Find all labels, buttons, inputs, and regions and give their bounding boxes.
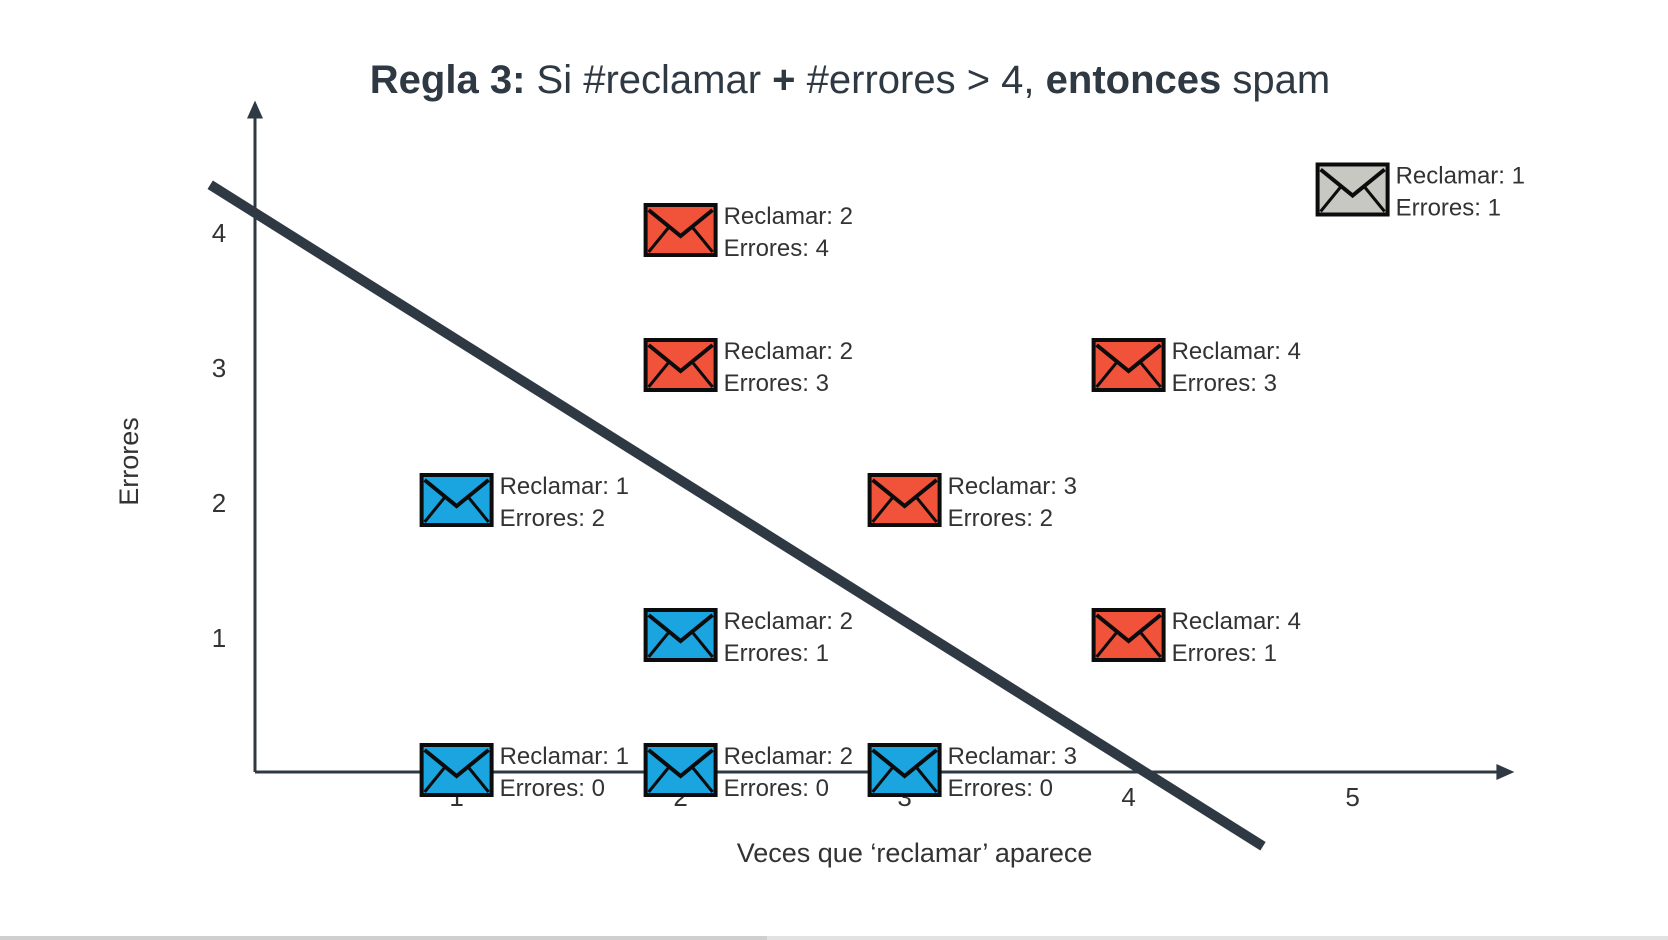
- envelope-flap: [647, 748, 714, 779]
- point-label-errores: Errores: 0: [500, 775, 605, 802]
- envelope-fold: [1139, 631, 1162, 658]
- plot-area: 123451234Veces que ‘reclamar’ apareceErr…: [114, 100, 1525, 868]
- point-label-reclamar: Reclamar: 3: [948, 473, 1077, 500]
- envelope-fold: [423, 766, 446, 793]
- point-label-reclamar: Reclamar: 1: [500, 743, 629, 770]
- slide-title: Regla 3: Si #reclamar + #errores > 4, en…: [370, 58, 1330, 102]
- envelope-icon: [1315, 162, 1390, 217]
- envelope-icon: [867, 743, 942, 797]
- envelope-flap: [423, 478, 490, 509]
- envelope-fold: [915, 496, 938, 523]
- envelope-fold: [1363, 186, 1386, 213]
- x-axis-arrow-icon: [1496, 764, 1515, 780]
- envelope-fold: [647, 361, 670, 388]
- envelope-flap: [647, 343, 714, 374]
- envelope-flap: [1095, 613, 1162, 644]
- envelope-icon: [419, 743, 494, 797]
- point-label-errores: Errores: 2: [500, 505, 605, 532]
- point-label-errores: Errores: 1: [1172, 640, 1277, 667]
- envelope-fold: [647, 226, 670, 253]
- envelope-fold: [423, 496, 446, 523]
- x-tick-label: 5: [1345, 782, 1359, 812]
- envelope-fold: [1139, 361, 1162, 388]
- envelope-flap: [871, 748, 938, 779]
- point-label-reclamar: Reclamar: 1: [1396, 163, 1525, 190]
- envelope-fold: [467, 496, 490, 523]
- point-label-reclamar: Reclamar: 4: [1172, 338, 1301, 365]
- envelope-fold: [647, 631, 670, 658]
- point-label-errores: Errores: 3: [724, 370, 829, 397]
- envelope-flap: [647, 208, 714, 239]
- envelope-fold: [691, 361, 714, 388]
- envelope-icon: [643, 608, 718, 662]
- point-label-errores: Errores: 2: [948, 505, 1053, 532]
- point-label-reclamar: Reclamar: 1: [500, 473, 629, 500]
- y-tick-label: 3: [212, 353, 226, 383]
- envelope-flap: [423, 748, 490, 779]
- envelope-flap: [647, 613, 714, 644]
- envelope-fold: [871, 766, 894, 793]
- envelope-icon: [1091, 608, 1166, 662]
- point-label-errores: Errores: 1: [1396, 195, 1501, 222]
- y-tick-label: 4: [212, 218, 226, 248]
- envelope-fold: [1319, 186, 1342, 213]
- point-label-errores: Errores: 4: [724, 235, 829, 262]
- point-label-errores: Errores: 3: [1172, 370, 1277, 397]
- envelope-fold: [467, 766, 490, 793]
- point-label-reclamar: Reclamar: 4: [1172, 608, 1301, 635]
- envelope-fold: [1095, 361, 1118, 388]
- envelope-icon: [643, 743, 718, 797]
- point-label-errores: Errores: 0: [724, 775, 829, 802]
- envelope-fold: [647, 766, 670, 793]
- point-label-reclamar: Reclamar: 2: [724, 338, 853, 365]
- envelope-fold: [1095, 631, 1118, 658]
- x-axis-label: Veces que ‘reclamar’ aparece: [737, 838, 1093, 868]
- point-label-reclamar: Reclamar: 2: [724, 608, 853, 635]
- point-label-errores: Errores: 1: [724, 640, 829, 667]
- decision-boundary-line: [207, 180, 1266, 851]
- envelope-icon: [643, 338, 718, 392]
- envelope-fold: [691, 631, 714, 658]
- y-axis-arrow-icon: [247, 100, 263, 119]
- envelope-flap: [871, 478, 938, 509]
- envelope-fold: [871, 496, 894, 523]
- point-label-reclamar: Reclamar: 3: [948, 743, 1077, 770]
- envelope-flap: [1095, 343, 1162, 374]
- envelope-fold: [691, 226, 714, 253]
- envelope-icon: [1091, 338, 1166, 392]
- envelope-fold: [691, 766, 714, 793]
- video-progress-fill: [0, 936, 768, 940]
- point-label-errores: Errores: 0: [948, 775, 1053, 802]
- y-tick-label: 2: [212, 488, 226, 518]
- video-progress-bar[interactable]: [0, 936, 1668, 940]
- point-label-reclamar: Reclamar: 2: [724, 203, 853, 230]
- envelope-flap: [1319, 167, 1386, 199]
- y-tick-label: 1: [212, 623, 226, 653]
- envelope-fold: [915, 766, 938, 793]
- point-label-reclamar: Reclamar: 2: [724, 743, 853, 770]
- x-tick-label: 4: [1121, 782, 1135, 812]
- envelope-icon: [643, 203, 718, 257]
- envelope-icon: [867, 473, 942, 527]
- y-axis-label: Errores: [114, 417, 144, 506]
- envelope-icon: [419, 473, 494, 527]
